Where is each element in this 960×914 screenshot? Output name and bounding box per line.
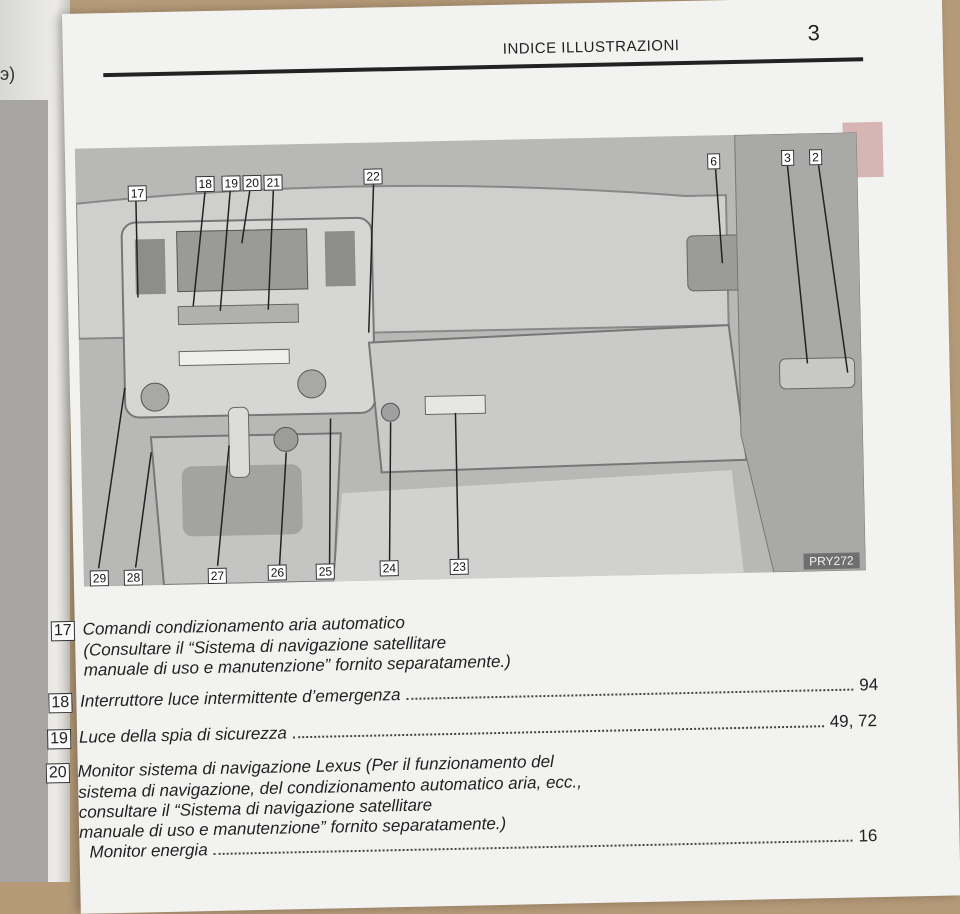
callout-label: 3	[781, 149, 795, 166]
item-page: 94	[859, 675, 879, 695]
page-number: 3	[807, 20, 821, 46]
dot-leader	[292, 725, 824, 739]
header-rule	[103, 57, 864, 78]
callout-label: 19	[221, 175, 242, 192]
callout-label: 21	[263, 174, 284, 191]
callout-label: 25	[315, 563, 336, 580]
figure-code: PRY272	[802, 552, 860, 570]
callout-label: 2	[808, 149, 823, 166]
callout-label: 28	[123, 569, 144, 586]
left-page-fragment: э)	[0, 64, 16, 84]
item-text: Luce della spia di sicurezza	[78, 723, 288, 747]
legend-item-18: 18 Interruttore luce intermittente d’emer…	[48, 675, 879, 714]
manual-page: INDICE ILLUSTRAZIONI 3	[45, 0, 960, 914]
callout-label: 18	[195, 175, 216, 193]
callout-label: 26	[267, 564, 288, 581]
item-number: 20	[45, 763, 70, 784]
item-text: Interruttore luce intermittente d’emerge…	[79, 685, 401, 711]
page-title: INDICE ILLUSTRAZIONI	[502, 37, 680, 58]
item-page: 49, 72	[829, 711, 878, 732]
dot-leader	[213, 839, 853, 856]
item-page: 16	[858, 826, 878, 846]
callout-label: 23	[449, 558, 470, 576]
callout-label: 20	[242, 174, 263, 192]
callout-label: 17	[127, 185, 148, 202]
callout-label: 24	[379, 560, 400, 577]
legend-item-19: 19 Luce della spia di sicurezza 49, 72	[46, 711, 878, 750]
callout-label: 27	[207, 567, 228, 585]
item-number: 19	[46, 728, 72, 750]
left-page-edge: э)	[0, 0, 70, 882]
left-page-shade	[0, 100, 48, 882]
item-text: Monitor energia	[89, 840, 208, 862]
item-number: 18	[48, 692, 73, 714]
callout-label: 6	[707, 153, 721, 170]
dashboard-drawing	[74, 132, 866, 587]
dot-leader	[406, 688, 854, 700]
item-number: 17	[50, 620, 75, 642]
dashboard-illustration: 17 18 19 20 21 22 6 3 2 29 28 27 26 25 2…	[74, 132, 866, 587]
callout-label: 29	[89, 570, 110, 587]
callout-label: 22	[363, 168, 383, 185]
